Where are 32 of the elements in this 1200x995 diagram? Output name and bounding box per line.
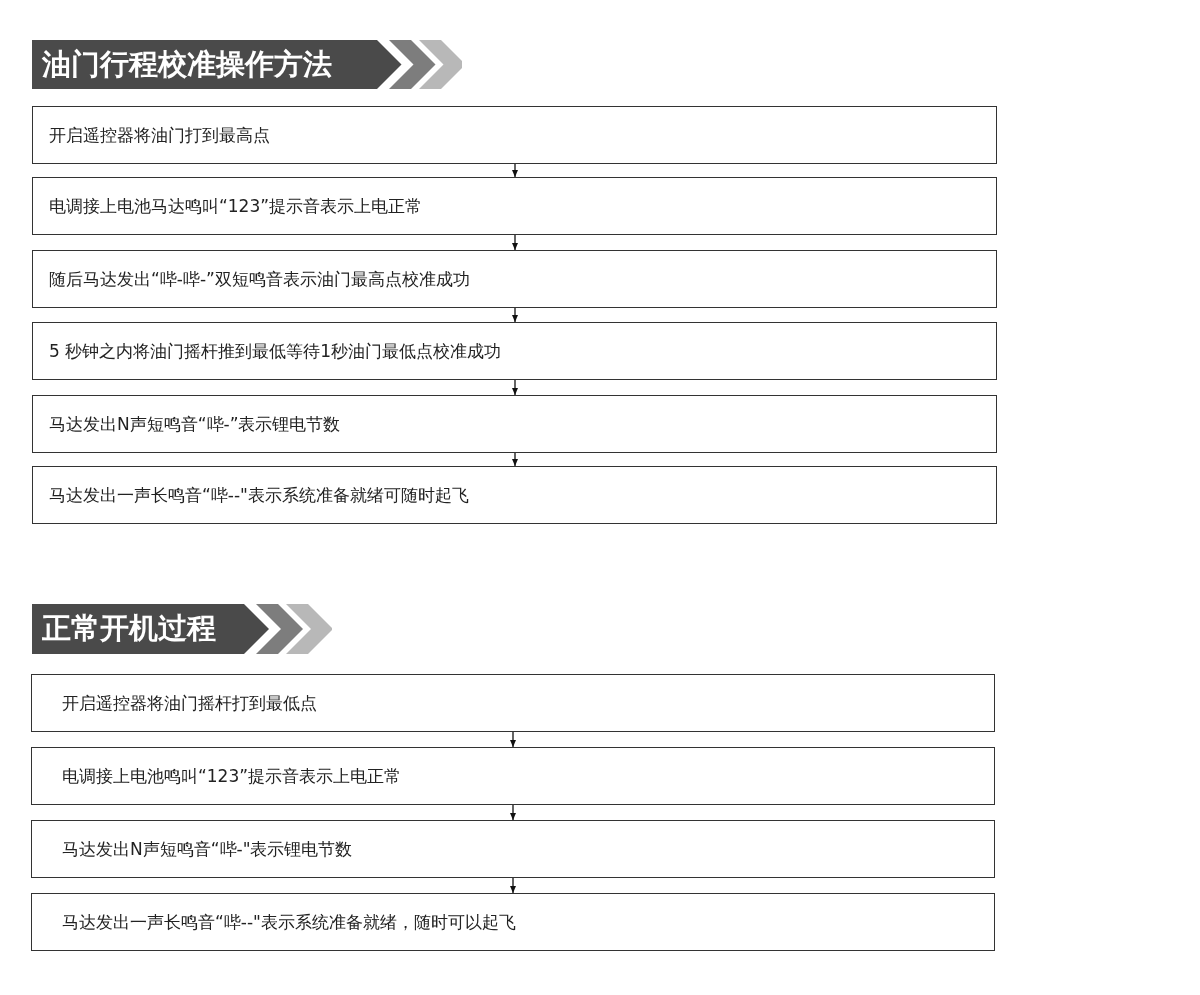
step-text: 马达发出一声长鸣音“哔--"表示系统准备就绪，随时可以起飞 [62,910,516,934]
arrow [512,234,518,251]
arrow [510,731,516,748]
section-heading: 正常开机过程 [42,610,216,647]
arrow [510,804,516,821]
step-text: 马达发出N声短鸣音“哔-”表示锂电节数 [49,412,341,436]
section-banner [32,604,332,654]
step-text: 电调接上电池鸣叫“123”提示音表示上电正常 [62,764,402,788]
step-text: 电调接上电池马达鸣叫“123”提示音表示上电正常 [49,194,423,218]
arrow [512,452,518,467]
process-box [31,893,995,951]
arrow [512,163,518,178]
process-box [32,395,997,453]
process-box [31,747,995,805]
step-text: 随后马达发出“哔-哔-”双短鸣音表示油门最高点校准成功 [49,267,470,291]
step-text: 开启遥控器将油门打到最高点 [49,123,270,147]
step-text: 开启遥控器将油门摇杆打到最低点 [62,691,317,715]
step-text: 马达发出一声长鸣音“哔--"表示系统准备就绪可随时起飞 [49,483,469,507]
step-text: 5 秒钟之内将油门摇杆推到最低等待1秒油门最低点校准成功 [49,339,502,363]
step-text: 马达发出N声短鸣音“哔-"表示锂电节数 [62,837,353,861]
process-box [31,674,995,732]
section-banner [32,40,462,89]
process-box [32,322,997,380]
arrow [510,877,516,894]
arrow [512,307,518,323]
process-box [32,177,997,235]
section-heading: 油门行程校准操作方法 [42,45,332,83]
process-box [31,820,995,878]
process-box [32,466,997,524]
process-box [32,106,997,164]
arrow [512,379,518,396]
process-box [32,250,997,308]
